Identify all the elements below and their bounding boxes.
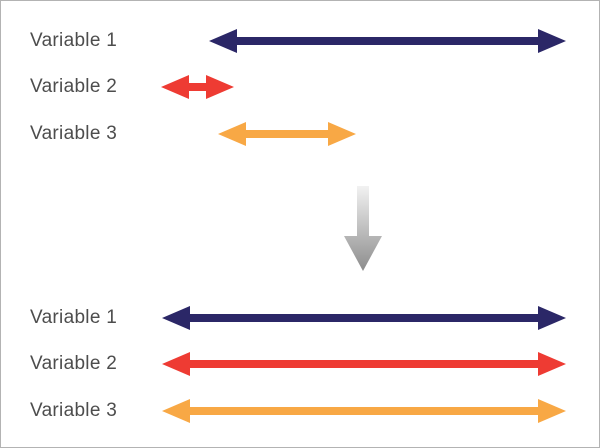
- arrow-head-right-icon: [328, 122, 356, 146]
- arrow-shaft: [189, 407, 539, 415]
- arrow-head-right-icon: [538, 399, 566, 423]
- before-variable-2-label: Variable 2: [30, 76, 118, 97]
- arrow-head-left-icon: [162, 306, 190, 330]
- after-variable-2-range-arrow: [162, 352, 566, 376]
- arrow-head-left-icon: [162, 399, 190, 423]
- arrow-head-left-icon: [161, 75, 189, 99]
- before-variable-1-label: Variable 1: [30, 30, 118, 51]
- arrow-head-right-icon: [538, 29, 566, 53]
- after-variable-3-label: Variable 3: [30, 400, 118, 421]
- arrow-head-left-icon: [209, 29, 237, 53]
- before-variable-3-label: Variable 3: [30, 123, 118, 144]
- arrow-shaft: [245, 130, 329, 138]
- arrow-shaft: [189, 314, 539, 322]
- before-variable-1-range-arrow: [209, 29, 566, 53]
- arrow-shaft: [236, 37, 539, 45]
- before-variable-3-range-arrow: [218, 122, 356, 146]
- after-variable-1-label: Variable 1: [30, 307, 118, 328]
- arrow-shaft: [189, 360, 539, 368]
- before-variable-2-range-arrow: [161, 75, 234, 99]
- arrow-head-right-icon: [538, 352, 566, 376]
- arrow-head-left-icon: [162, 352, 190, 376]
- arrow-head-right-icon: [538, 306, 566, 330]
- down-arrow-icon: [344, 186, 382, 271]
- arrow-head-left-icon: [218, 122, 246, 146]
- arrow-shaft: [188, 83, 207, 91]
- after-variable-1-range-arrow: [162, 306, 566, 330]
- arrow-head-right-icon: [206, 75, 234, 99]
- after-variable-2-label: Variable 2: [30, 353, 118, 374]
- after-variable-3-range-arrow: [162, 399, 566, 423]
